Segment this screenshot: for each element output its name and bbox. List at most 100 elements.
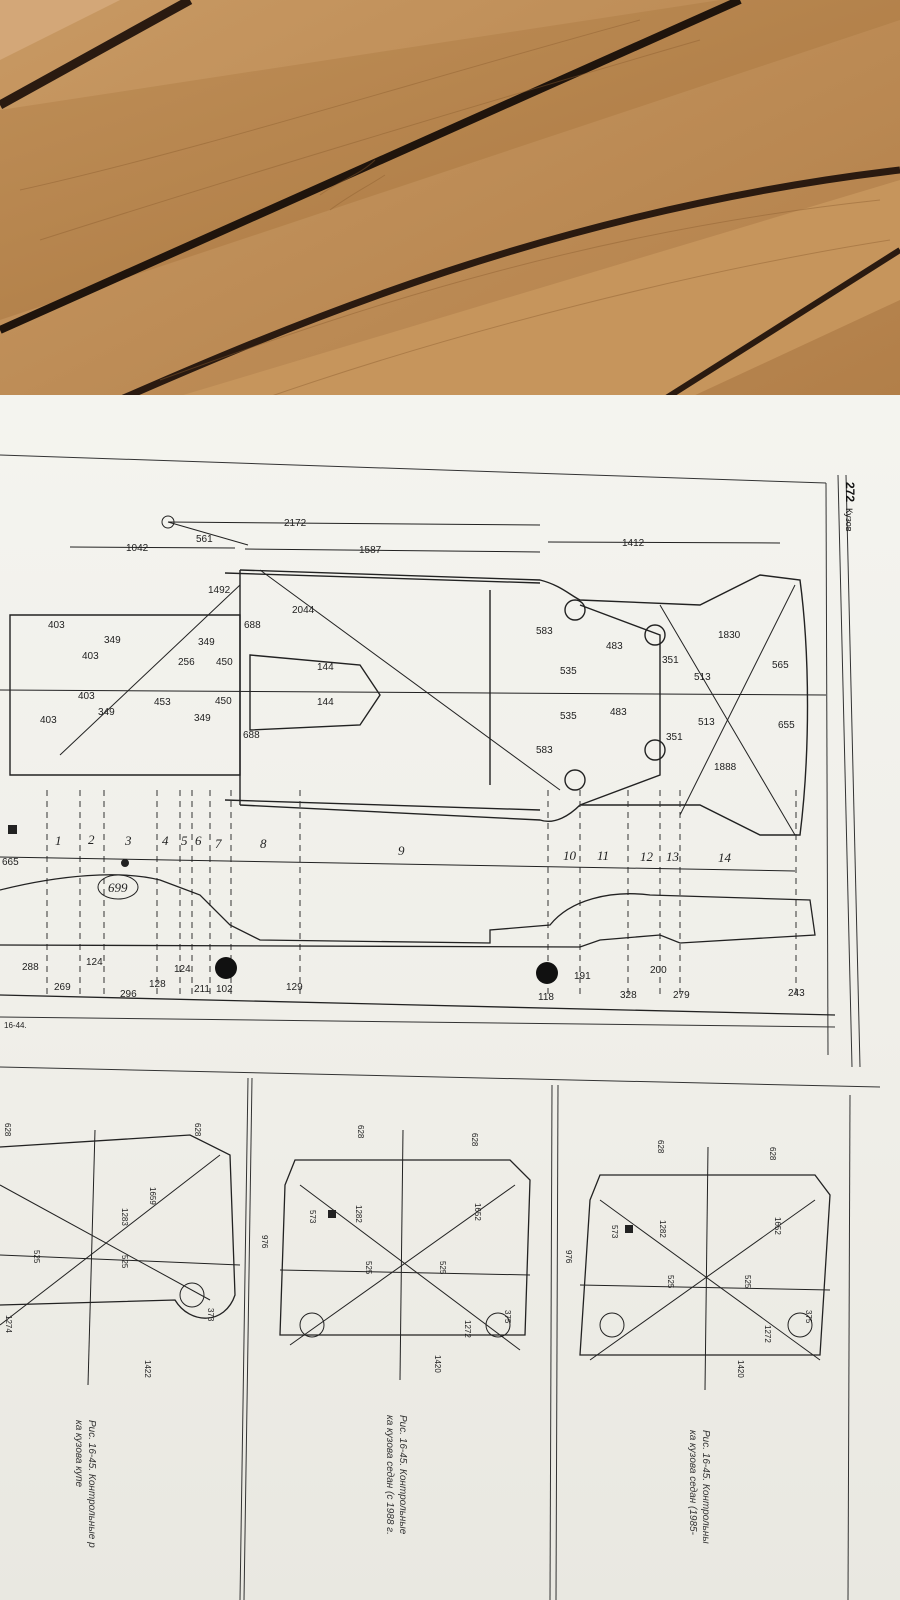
dim-label: 513: [694, 672, 711, 683]
dim-label: 1282: [354, 1205, 363, 1223]
dim-label: 2172: [284, 518, 307, 529]
dim-label: 191: [574, 971, 591, 982]
section-number: 6: [195, 833, 202, 848]
dim-label: 1283: [120, 1208, 129, 1226]
dimension-labels: 2172 561 1042 1587 1412 1492 2044 1830 1…: [40, 518, 795, 773]
dim-label: 349: [194, 713, 211, 724]
panel-sedan-1985: 628 628 976 573 1282 1652 525 525 375 12…: [564, 1140, 831, 1544]
dim-label: 976: [260, 1235, 269, 1249]
dim-label: 102: [216, 984, 233, 995]
dim-label: 1830: [718, 630, 741, 641]
reference-point-icon: [161, 515, 175, 529]
dim-label: 349: [198, 637, 215, 648]
height-labels: 665 288 269 124 124 296 128 211 102 129 …: [2, 857, 805, 1030]
section-number: 1: [55, 833, 62, 848]
dim-label: 256: [178, 657, 195, 668]
dim-label: 1659: [148, 1187, 157, 1205]
dim-label: 124: [86, 957, 103, 968]
figure-caption: ка кузова седан (с 1988 г.: [384, 1415, 395, 1535]
dim-label: 351: [666, 732, 683, 743]
dim-label: 128: [149, 979, 166, 990]
dim-label: 349: [104, 635, 121, 646]
dim-label: 450: [215, 696, 232, 707]
dim-label: 976: [564, 1250, 573, 1264]
dim-label: 296: [120, 989, 137, 1000]
dim-label: 688: [244, 620, 261, 631]
dim-label: 1420: [433, 1355, 442, 1373]
dim-label: 628: [656, 1140, 665, 1154]
support-point-icon: [536, 962, 558, 984]
section-number: 7: [215, 836, 222, 851]
section-number: 3: [124, 833, 132, 848]
dim-label: 403: [78, 691, 95, 702]
dim-label: 1888: [714, 762, 737, 773]
dim-label: 1587: [359, 545, 382, 556]
figure-caption: ка кузова купе: [73, 1420, 84, 1487]
dim-label: 1282: [658, 1220, 667, 1238]
section-number: 11: [597, 848, 609, 863]
dim-label: 525: [120, 1255, 129, 1269]
dim-label: 144: [317, 662, 334, 673]
section-number: 12: [640, 849, 654, 864]
dim-label: 1652: [773, 1217, 782, 1235]
chassis-side-view: [0, 874, 836, 1016]
wooden-floor: [0, 0, 900, 460]
dim-label: 525: [32, 1250, 41, 1264]
dim-label: 211: [194, 984, 210, 995]
dim-label: 351: [662, 655, 679, 666]
dim-label: 1652: [473, 1203, 482, 1221]
dim-label: 525: [666, 1275, 675, 1289]
dim-label: 403: [82, 651, 99, 662]
page-number: 272: [843, 482, 857, 502]
figure-caption: Рис. 16-45. Контрольные: [397, 1415, 408, 1535]
dim-label: 583: [536, 745, 553, 756]
section-title: Кузов: [844, 508, 854, 532]
figure-caption: Рис. 16-45. Контрольны: [700, 1430, 711, 1544]
dim-label: 483: [610, 707, 627, 718]
dim-label: 1274: [4, 1315, 13, 1333]
dim-label: 573: [610, 1225, 619, 1239]
dim-label: 561: [196, 534, 213, 545]
dim-label: 628: [768, 1147, 777, 1161]
dim-label: 688: [243, 730, 260, 741]
section-numbers: 1 2 3 4 5 6 7 8 9 10 11 12 13 14: [55, 832, 732, 865]
dim-label: 1492: [208, 585, 231, 596]
panel-coupe: 628 628 1283 1659 525 525 373 1274 1422 …: [0, 1123, 241, 1548]
panel-sedan-1988: 628 628 976 573 1282 1652 525 525 375 12…: [260, 1125, 531, 1535]
dim-label: 628: [3, 1123, 12, 1137]
section-number: 4: [162, 833, 169, 848]
dim-label: 349: [98, 707, 115, 718]
section-number: 9: [398, 843, 405, 858]
book-page: 2172 561 1042 1587 1 4 12 1492 2044 1830 1…: [0, 395, 900, 1600]
dim-label: 450: [216, 657, 233, 668]
dim-label: 279: [673, 990, 690, 1001]
dim-label: 1272: [763, 1325, 772, 1343]
dim-label: 525: [743, 1275, 752, 1289]
dim-label: 403: [40, 715, 57, 726]
caption-fragment: 16-44.: [4, 1021, 27, 1030]
dim-label: 1422: [143, 1360, 152, 1378]
section-number: 2: [88, 832, 95, 847]
support-point-icon: [215, 957, 237, 979]
dim-label: 1272: [463, 1320, 472, 1338]
dim-label: 628: [193, 1123, 202, 1137]
dim-label: 535: [560, 666, 577, 677]
dim-label: 375: [804, 1310, 813, 1324]
dim-label: 2044: [292, 605, 315, 616]
figure-caption: Рис. 16-45. Контрольные р: [86, 1420, 97, 1548]
dim-label: 269: [54, 982, 71, 993]
dim-label: 525: [364, 1261, 373, 1275]
running-header: 272 Кузов: [843, 482, 857, 532]
section-number: 5: [181, 833, 188, 848]
dim-label: 513: [698, 717, 715, 728]
dim-label: 1042: [126, 543, 149, 554]
figure-caption: ка кузова седан (1985-: [687, 1430, 698, 1536]
dim-label: 118: [538, 992, 554, 1003]
dim-label: 453: [154, 697, 171, 708]
dim-label: 565: [772, 660, 789, 671]
chassis-top-view: [9, 569, 809, 836]
dim-label: 243: [788, 988, 805, 999]
dim-label: 525: [438, 1261, 447, 1275]
dim-label: 1420: [736, 1360, 745, 1378]
dim-label: 628: [470, 1133, 479, 1147]
